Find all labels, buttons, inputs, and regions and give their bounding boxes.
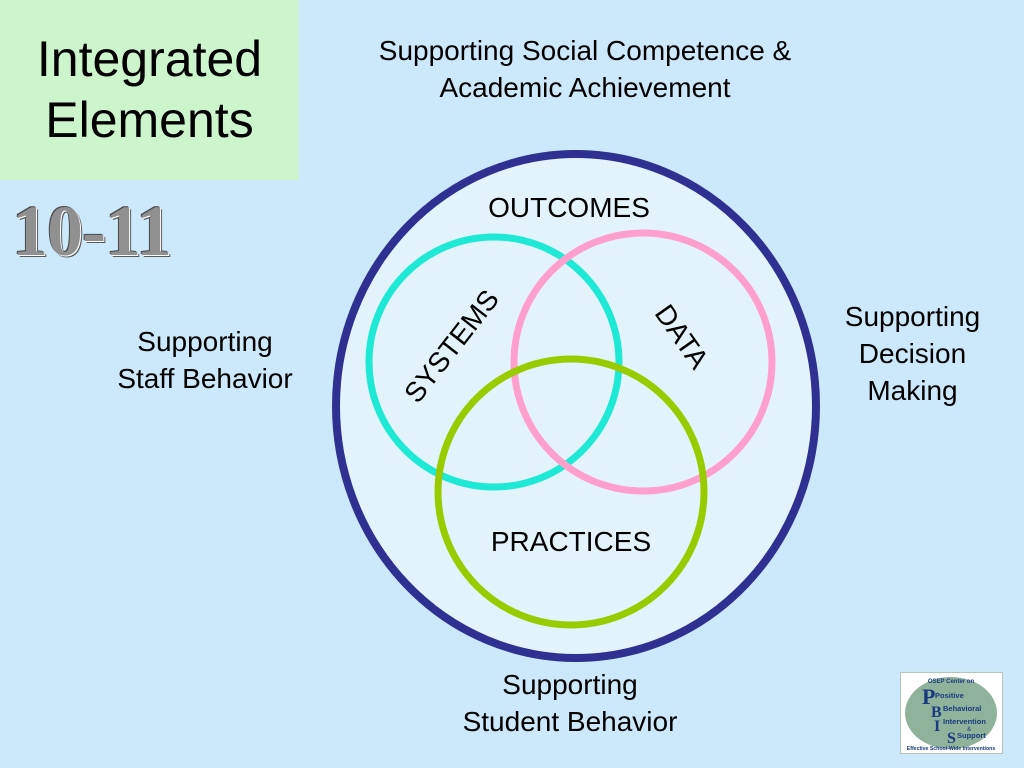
caption-top-line-2: Academic Achievement: [439, 71, 731, 103]
outcomes-label: OUTCOMES: [488, 192, 650, 223]
logo-word-intervention: Intervention: [943, 717, 986, 726]
logo-letter-p: P: [922, 684, 935, 709]
logo-footer: Effective School-Wide Interventions: [907, 746, 996, 752]
practices-circle: [434, 355, 708, 629]
code-label: 10-11: [12, 191, 172, 271]
outcomes-ellipse: [332, 150, 820, 662]
systems-circle: [365, 233, 623, 491]
title-box: Integrated Elements: [0, 0, 299, 180]
title-line-2: Elements: [45, 92, 254, 148]
pbis-logo: OSEP Center on P Positive B Behavioral I…: [900, 672, 1003, 754]
caption-right-line-3: Making: [867, 374, 958, 406]
logo-badge: [905, 677, 997, 749]
caption-bottom-line-2: Student Behavior: [462, 705, 678, 737]
logo-letter-i: I: [934, 718, 940, 735]
caption-top: Supporting Social Competence & Academic …: [300, 33, 870, 107]
caption-bottom: Supporting Student Behavior: [400, 667, 740, 741]
logo-word-behavioral: Behavioral: [943, 704, 981, 713]
caption-right-line-2: Decision: [858, 337, 967, 369]
caption-left: Supporting Staff Behavior: [80, 324, 330, 398]
logo-word-positive: Positive: [935, 691, 964, 700]
practices-label: PRACTICES: [491, 526, 651, 557]
caption-top-line-1: Supporting Social Competence &: [378, 35, 792, 66]
logo-header: OSEP Center on: [928, 679, 975, 685]
logo-letter-s: S: [947, 730, 956, 747]
data-circle: [510, 229, 776, 495]
caption-left-line-1: Supporting: [137, 326, 273, 357]
page-title: Integrated Elements: [37, 29, 262, 151]
caption-left-line-2: Staff Behavior: [117, 362, 293, 394]
caption-right-line-1: Supporting: [844, 301, 981, 332]
caption-bottom-line-1: Supporting: [502, 669, 638, 700]
title-line-1: Integrated: [36, 31, 263, 87]
logo-ampersand: &: [967, 727, 971, 733]
logo-letter-b: B: [931, 704, 942, 721]
caption-right: Supporting Decision Making: [815, 299, 1010, 410]
logo-word-support: Support: [957, 731, 986, 740]
